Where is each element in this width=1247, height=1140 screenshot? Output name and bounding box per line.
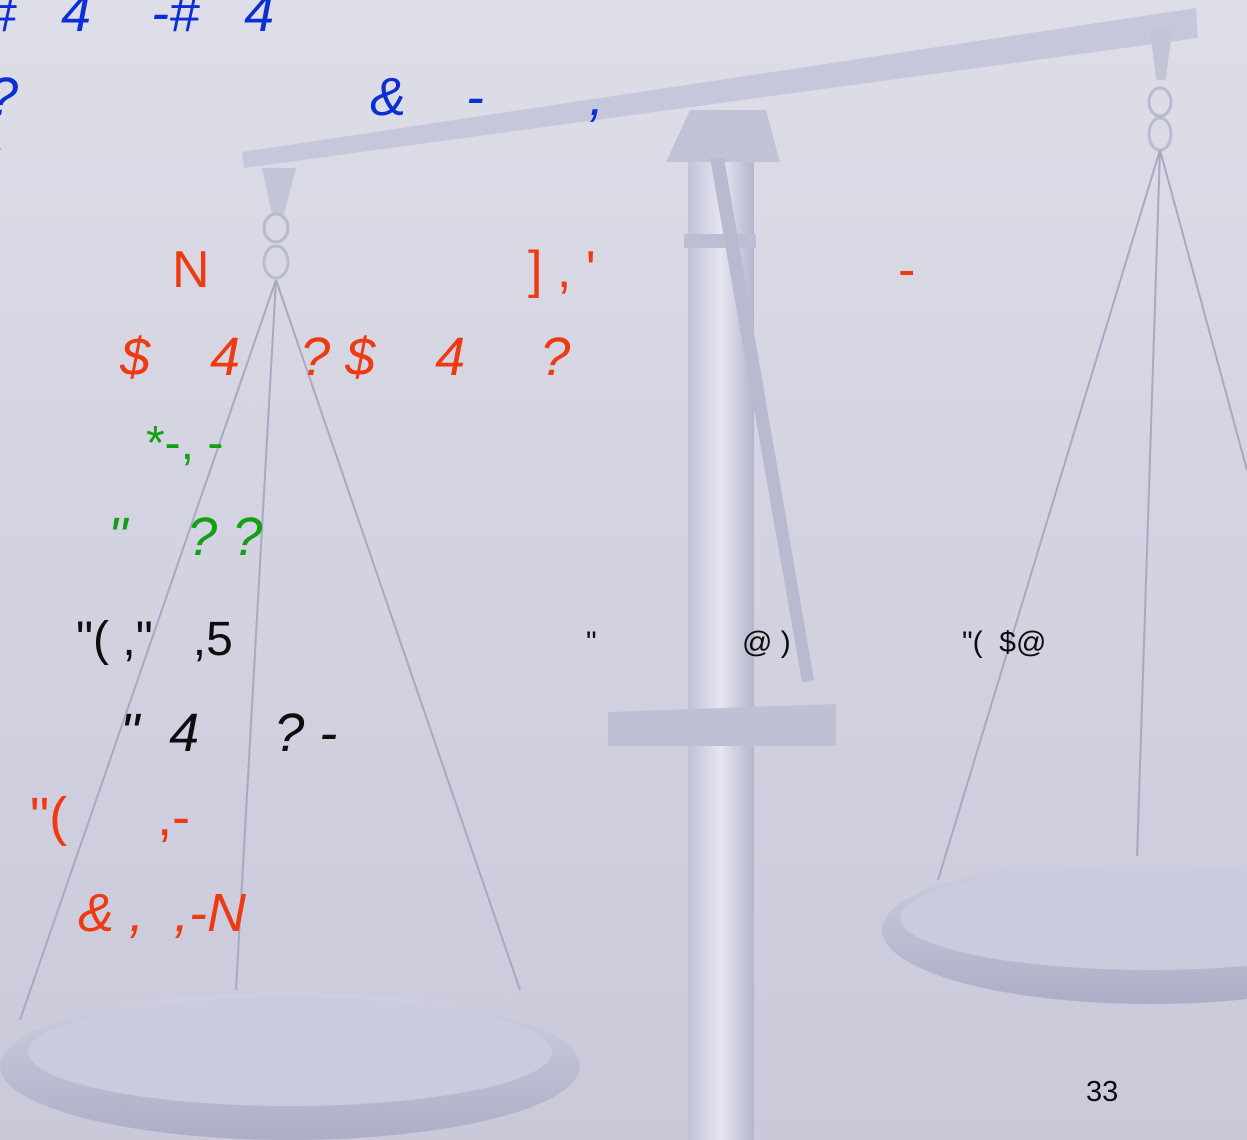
page-number: 33 [1086,1076,1119,1108]
line-5: $ 4 ? $ 4 ? [120,327,571,387]
line-8d: "( $@ [962,626,1047,659]
line-7: " ? ? [108,507,263,567]
line-8c: @ ) [742,626,791,659]
line-11: & , ,-N [78,883,247,943]
line-1: # 4 -# 4 [0,0,275,43]
line-2: ? [0,70,18,124]
line-10: "( ,- [30,787,191,847]
line-4c: - [898,241,916,299]
line-8a: "( ," ,5 [76,613,233,666]
line-4a: N [172,241,210,299]
line-8b: " [586,626,597,659]
line-4b: ] , ' [528,241,596,299]
line-3: ! [0,140,1,194]
line-2b: & - , [370,67,605,127]
line-9: " 4 ? - [120,703,338,763]
line-6: *-, - [146,417,224,470]
